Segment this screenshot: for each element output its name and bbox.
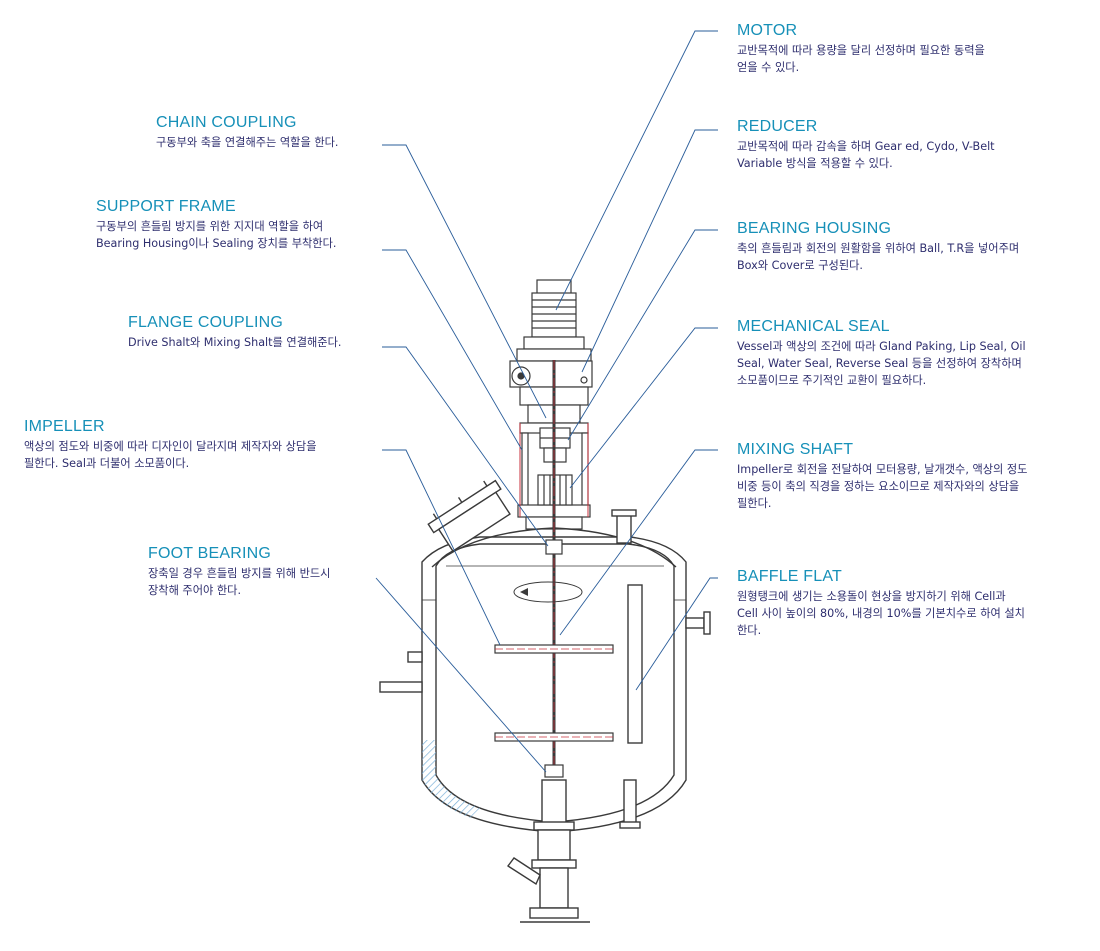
motor-drawing	[523, 279, 585, 350]
label-mixing-shaft: MIXING SHAFT Impeller로 회전을 전달하여 모터용량, 날개…	[737, 441, 1027, 512]
label-title: SUPPORT FRAME	[96, 198, 236, 215]
reducer-drawing	[509, 348, 593, 424]
leader-motor	[555, 30, 718, 311]
label-reducer: REDUCER 교반목적에 따라 감속을 하며 Gear ed, Cydo, V…	[737, 118, 995, 172]
leader-bearing-housing	[567, 229, 718, 441]
label-foot-bearing: FOOT BEARING 장축일 경우 흔들림 방지를 위해 반드시 장착해 주…	[148, 545, 330, 599]
label-description: 장축일 경우 흔들림 방지를 위해 반드시 장착해 주어야 한다.	[148, 567, 331, 597]
label-description: Drive Shalt와 Mixing Shalt를 연결해준다.	[128, 336, 342, 349]
leader-lines	[375, 30, 718, 773]
shaft-and-impellers	[494, 360, 614, 778]
label-description: 축의 흔들림과 회전의 원활함을 위하여 Ball, T.R을 넣어주며 Box…	[737, 242, 1020, 272]
label-support-frame: SUPPORT FRAME 구동부의 흔들림 방지를 위한 지지대 역할을 하여…	[96, 198, 336, 252]
label-title: CHAIN COUPLING	[156, 114, 297, 131]
label-description: 교반목적에 따라 용량을 달리 선정하며 필요한 동력을 얻을 수 있다.	[737, 44, 985, 74]
label-title: BAFFLE FLAT	[737, 568, 843, 585]
label-description: 액상의 점도와 비중에 따라 디자인이 달라지며 제작자와 상담을 필한다. S…	[24, 440, 317, 470]
leader-support-frame	[382, 249, 523, 451]
label-title: BEARING HOUSING	[737, 220, 892, 237]
label-description: 원형탱크에 생기는 소용돌이 현상을 방지하기 위해 Cell과 Cell 사이…	[737, 590, 1025, 637]
label-motor: MOTOR 교반목적에 따라 용량을 달리 선정하며 필요한 동력을 얻을 수 …	[737, 22, 985, 76]
leader-impeller	[382, 449, 501, 646]
leader-reducer	[581, 129, 718, 373]
label-description: Impeller로 회전을 전달하여 모터용량, 날개갯수, 액상의 정도 비중…	[737, 463, 1028, 510]
label-description: 구동부와 축을 연결해주는 역할을 한다.	[156, 136, 339, 149]
leader-mechanical-seal	[569, 327, 718, 489]
label-title: FLANGE COUPLING	[128, 314, 284, 331]
label-description: 구동부의 흔들림 방지를 위한 지지대 역할을 하여 Bearing Housi…	[96, 220, 337, 250]
label-title: FOOT BEARING	[148, 545, 272, 562]
leader-chain-coupling	[382, 144, 547, 419]
label-description: Vessel과 액상의 조건에 따라 Gland Paking, Lip Sea…	[737, 340, 1026, 387]
label-chain-coupling: CHAIN COUPLING 구동부와 축을 연결해주는 역할을 한다.	[156, 114, 338, 151]
drive-unit	[509, 279, 593, 530]
label-title: MIXING SHAFT	[737, 441, 854, 458]
label-bearing-housing: BEARING HOUSING 축의 흔들림과 회전의 원활함을 위하여 Bal…	[737, 220, 1019, 274]
label-flange-coupling: FLANGE COUPLING Drive Shalt와 Mixing Shal…	[128, 314, 341, 351]
label-title: IMPELLER	[24, 418, 105, 435]
label-title: MECHANICAL SEAL	[737, 318, 890, 335]
label-description: 교반목적에 따라 감속을 하며 Gear ed, Cydo, V-Belt Va…	[737, 140, 995, 170]
label-baffle-flat: BAFFLE FLAT 원형탱크에 생기는 소용돌이 현상을 방지하기 위해 C…	[737, 568, 1025, 639]
label-title: REDUCER	[737, 118, 818, 135]
label-title: MOTOR	[737, 22, 798, 39]
leader-mixing-shaft	[559, 449, 718, 636]
leader-baffle-flat	[635, 577, 718, 691]
label-impeller: IMPELLER 액상의 점도와 비중에 따라 디자인이 달라지며 제작자와 상…	[24, 418, 317, 472]
label-mechanical-seal: MECHANICAL SEAL Vessel과 액상의 조건에 따라 Gland…	[737, 318, 1026, 389]
leader-foot-bearing	[375, 577, 547, 773]
leader-flange-coupling	[382, 346, 549, 547]
